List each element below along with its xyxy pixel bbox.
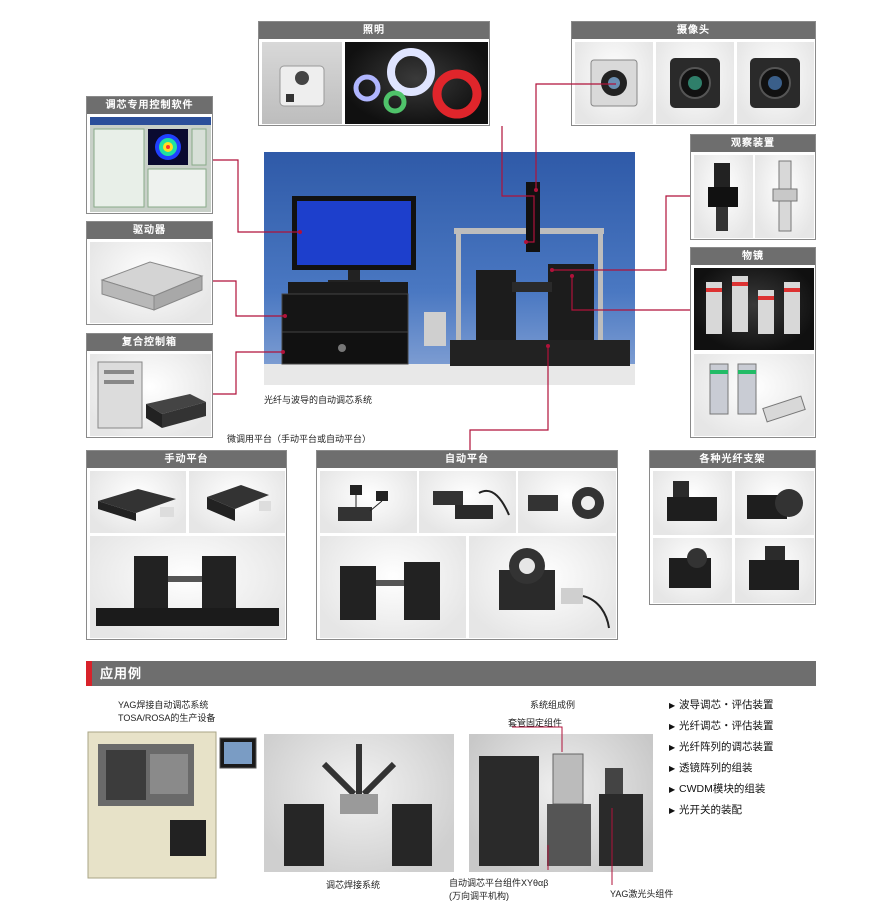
composition-photo [469,734,653,872]
objective-panel-title: 物镜 [691,248,815,265]
observation-photo-2 [755,155,814,238]
manual-stage-photo-3 [90,536,285,638]
list-item: ▶光纤调芯・评估装置 [669,720,774,732]
software-panel-title: 调芯专用控制软件 [87,97,212,114]
fiber-holder-photo-1 [653,471,732,535]
driver-photo [90,242,211,323]
welding-system-photo [264,734,454,872]
objective-panel: 物镜 [690,247,816,438]
list-item: ▶光纤阵列的调芯装置 [669,741,774,753]
control-box-panel: 复合控制箱 [86,333,213,438]
control-box-photo [90,354,211,436]
camera-photo-2 [656,42,734,124]
sleeve-fixture-label: 套管固定组件 [508,718,563,728]
auto-stage-panel: 自动平台 [316,450,618,640]
control-box-panel-title: 复合控制箱 [87,334,212,351]
software-panel: 调芯专用控制软件 [86,96,213,214]
observation-panel-title: 观察装置 [691,135,815,152]
yag-head-label: YAG激光头组件 [610,889,674,899]
triangle-bullet-icon: ▶ [669,701,676,710]
list-item: ▶波导调芯・评估装置 [669,699,774,711]
list-item: ▶光开关的装配 [669,804,742,816]
camera-photo-1 [575,42,653,124]
xy-stage-label-2: (万向调平机构) [449,891,509,901]
light-source-photo [262,42,342,124]
manual-stage-photo-1 [90,471,186,533]
auto-stage-photo-5 [469,536,616,638]
objective-photo-1 [694,268,814,350]
manual-stage-photo-2 [189,471,285,533]
triangle-bullet-icon: ▶ [669,743,676,752]
lighting-panel: 照明 [258,21,490,126]
main-system-caption: 光纤与波导的自动调芯系统 [264,395,373,405]
driver-panel: 驱动器 [86,221,213,325]
banner-accent [86,661,92,686]
yag-system-title-2: TOSA/ROSA的生产设备 [118,713,216,723]
fiber-holder-panel-title: 各种光纤支架 [650,451,815,468]
fiber-holder-photo-4 [735,538,814,603]
auto-stage-photo-4 [320,536,466,638]
list-item: ▶CWDM模块的组装 [669,783,766,795]
ring-light-photo [345,42,488,124]
welding-system-caption: 调芯焊接系统 [326,880,381,890]
camera-panel-title: 摄像头 [572,22,815,39]
triangle-bullet-icon: ▶ [669,785,676,794]
auto-stage-photo-1 [320,471,417,533]
observation-panel: 观察装置 [690,134,816,240]
manual-stage-panel: 手动平台 [86,450,287,640]
yag-system-title-1: YAG焊接自动调芯系统 [118,700,209,710]
driver-panel-title: 驱动器 [87,222,212,239]
composition-title: 系统组成例 [530,700,576,710]
triangle-bullet-icon: ▶ [669,806,676,815]
main-system-photo [264,152,635,385]
fine-stage-caption: 微调用平台（手动平台或自动平台） [227,434,372,444]
auto-stage-photo-3 [518,471,616,533]
camera-photo-3 [737,42,814,124]
observation-photo-1 [694,155,753,238]
fiber-holder-photo-3 [653,538,732,603]
lighting-panel-title: 照明 [259,22,489,39]
fiber-holder-panel: 各种光纤支架 [649,450,816,605]
triangle-bullet-icon: ▶ [669,722,676,731]
applications-heading: 应用例 [100,666,143,681]
list-item: ▶透镜阵列的组装 [669,762,753,774]
software-screenshot [90,117,211,212]
fiber-holder-photo-2 [735,471,814,535]
auto-stage-panel-title: 自动平台 [317,451,617,468]
xy-stage-label-1: 自动调芯平台组件XYθαβ [449,878,549,888]
camera-panel: 摄像头 [571,21,816,126]
triangle-bullet-icon: ▶ [669,764,676,773]
application-list: ▶波导调芯・评估装置 ▶光纤调芯・评估装置 ▶光纤阵列的调芯装置 ▶透镜阵列的组… [669,698,869,824]
yag-machine-photo [86,724,258,884]
applications-banner: 应用例 [86,661,816,686]
auto-stage-photo-2 [419,471,516,533]
objective-photo-2 [694,354,814,436]
manual-stage-panel-title: 手动平台 [87,451,286,468]
